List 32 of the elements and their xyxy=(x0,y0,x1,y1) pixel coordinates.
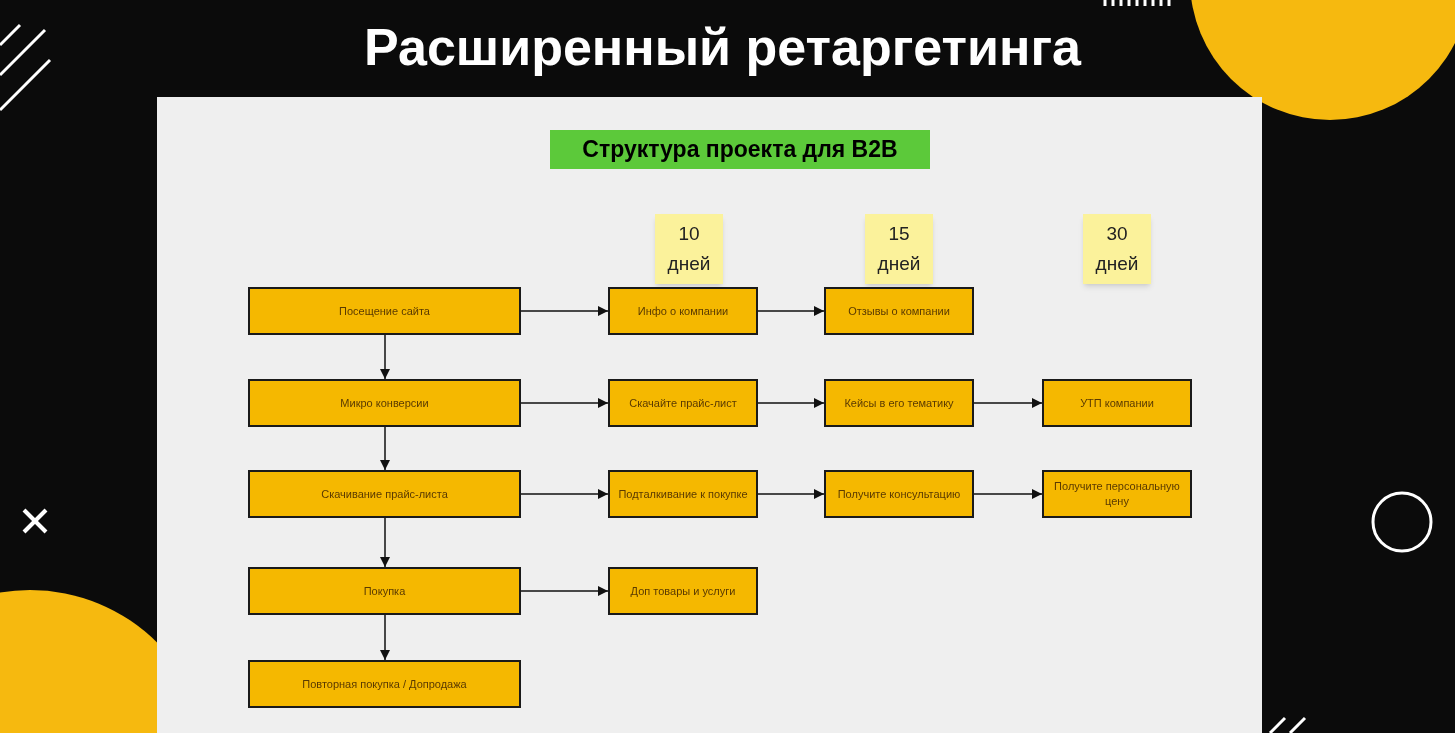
process-box: Скачайте прайс-лист xyxy=(608,379,758,427)
process-box: Покупка xyxy=(248,567,521,615)
arrow xyxy=(520,488,609,500)
arrow xyxy=(520,397,609,409)
process-box: УТП компании xyxy=(1042,379,1192,427)
arrow xyxy=(757,488,825,500)
process-box: Инфо о компании xyxy=(608,287,758,335)
process-box: Посещение сайта xyxy=(248,287,521,335)
arrow xyxy=(379,426,391,471)
process-box: Микро конверсии xyxy=(248,379,521,427)
sticky-note: 10 дней xyxy=(655,214,723,284)
arrow xyxy=(757,305,825,317)
arrow xyxy=(379,614,391,661)
process-box: Доп товары и услуги xyxy=(608,567,758,615)
process-box: Скачивание прайс-листа xyxy=(248,470,521,518)
sticky-note: 15 дней xyxy=(865,214,933,284)
process-box: Отзывы о компании xyxy=(824,287,974,335)
process-box: Кейсы в его тематику xyxy=(824,379,974,427)
arrow xyxy=(520,585,609,597)
process-box: Получите консультацию xyxy=(824,470,974,518)
process-box: Получите персональную цену xyxy=(1042,470,1192,518)
arrow xyxy=(757,397,825,409)
arrow xyxy=(379,517,391,568)
arrow xyxy=(973,397,1043,409)
arrow xyxy=(520,305,609,317)
sticky-note: 30 дней xyxy=(1083,214,1151,284)
process-box: Повторная покупка / Допродажа xyxy=(248,660,521,708)
arrow xyxy=(379,334,391,380)
arrow xyxy=(973,488,1043,500)
slide-title: Расширенный ретаргетинга xyxy=(363,17,1083,78)
process-box: Подталкивание к покупке xyxy=(608,470,758,518)
section-heading: Структура проекта для B2B xyxy=(550,130,930,169)
